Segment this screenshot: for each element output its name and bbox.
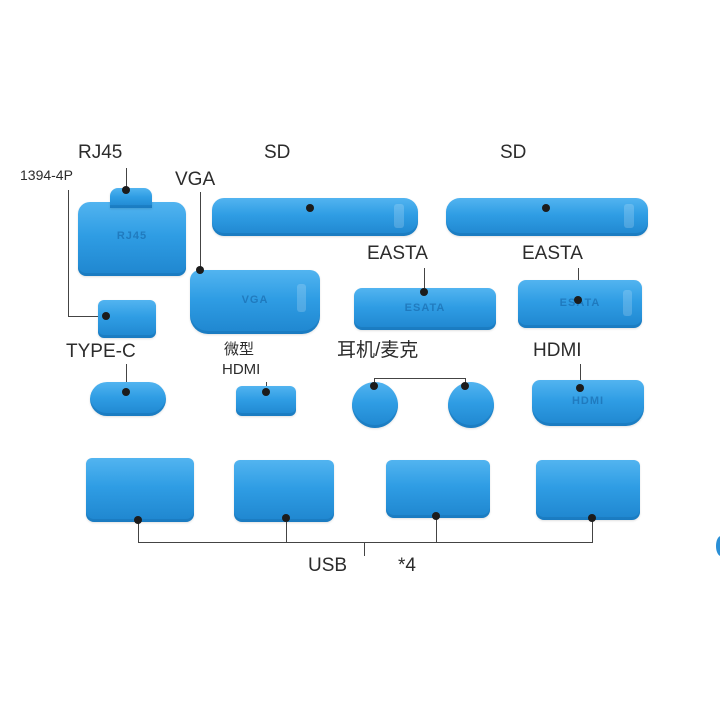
label-easta-right: EASTA bbox=[522, 243, 583, 264]
label-usb-count: *4 bbox=[398, 555, 416, 576]
cropped-plug-edge bbox=[716, 536, 720, 556]
leader-line-type-c bbox=[126, 364, 127, 392]
mic-plug-right bbox=[448, 382, 494, 428]
vga-plug: VGA bbox=[190, 270, 320, 334]
type-c-plug bbox=[90, 382, 166, 416]
vga-plug-tab bbox=[297, 284, 306, 312]
marker-dot-usb-3 bbox=[432, 512, 440, 520]
esata-plug-right-tab bbox=[623, 290, 632, 316]
marker-dot-usb-4 bbox=[588, 514, 596, 522]
vga-engraving: VGA bbox=[241, 294, 269, 306]
marker-dot-type-c bbox=[122, 388, 130, 396]
rj45-engraving: RJ45 bbox=[116, 230, 148, 242]
sd-plug-left bbox=[212, 198, 418, 236]
sd-plug-right-tab bbox=[624, 204, 634, 228]
label-micro-hdmi-en: HDMI bbox=[222, 361, 261, 378]
hdmi-engraving: HDMI bbox=[571, 395, 605, 407]
leader-line-1394-vertical bbox=[68, 190, 69, 316]
marker-dot-rj45 bbox=[122, 186, 130, 194]
label-1394-4p: 1394-4P bbox=[20, 167, 73, 183]
label-hdmi: HDMI bbox=[533, 340, 582, 361]
marker-dot-vga bbox=[196, 266, 204, 274]
marker-dot-mic bbox=[461, 382, 469, 390]
leader-line-rj45 bbox=[126, 168, 127, 190]
leader-line-1394-horizontal bbox=[68, 316, 106, 317]
usb-plug-2 bbox=[234, 460, 334, 522]
rj45-plug: RJ45 bbox=[78, 202, 186, 276]
sd-plug-left-tab bbox=[394, 204, 404, 228]
leader-line-hdmi bbox=[580, 364, 581, 388]
leader-line-easta-left bbox=[424, 268, 425, 292]
leader-line-usb-bar bbox=[138, 542, 593, 543]
label-type-c: TYPE-C bbox=[66, 341, 136, 362]
marker-dot-micro-hdmi bbox=[262, 388, 270, 396]
label-sd-left: SD bbox=[264, 142, 291, 163]
usb-plug-1 bbox=[86, 458, 194, 522]
esata-left-engraving: ESATA bbox=[404, 302, 446, 314]
marker-dot-esata-right bbox=[574, 296, 582, 304]
leader-line-vga bbox=[200, 192, 201, 270]
leader-line-usb-2 bbox=[286, 518, 287, 542]
leader-line-usb-3 bbox=[436, 516, 437, 542]
label-micro-hdmi-cn: 微型 bbox=[224, 341, 255, 358]
hdmi-plug: HDMI bbox=[532, 380, 644, 426]
marker-dot-earphone bbox=[370, 382, 378, 390]
marker-dot-esata-left bbox=[420, 288, 428, 296]
marker-dot-hdmi bbox=[576, 384, 584, 392]
label-rj45: RJ45 bbox=[78, 142, 123, 163]
marker-dot-sd-right bbox=[542, 204, 550, 212]
marker-dot-usb-1 bbox=[134, 516, 142, 524]
label-usb: USB bbox=[308, 555, 348, 576]
marker-dot-sd-left bbox=[306, 204, 314, 212]
usb-plug-4 bbox=[536, 460, 640, 520]
usb-plug-3 bbox=[386, 460, 490, 518]
leader-line-usb-1 bbox=[138, 520, 139, 542]
label-earphone-mic: 耳机/麦克 bbox=[337, 340, 419, 361]
marker-dot-1394 bbox=[102, 312, 110, 320]
leader-line-usb-stem bbox=[364, 542, 365, 556]
leader-line-usb-4 bbox=[592, 518, 593, 542]
rj45-clip bbox=[110, 188, 152, 208]
label-sd-right: SD bbox=[500, 142, 527, 163]
label-easta-left: EASTA bbox=[367, 243, 428, 264]
leader-line-earphone-bar bbox=[374, 378, 466, 379]
marker-dot-usb-2 bbox=[282, 514, 290, 522]
esata-plug-right: ESATA bbox=[518, 280, 642, 328]
label-vga: VGA bbox=[175, 169, 216, 190]
